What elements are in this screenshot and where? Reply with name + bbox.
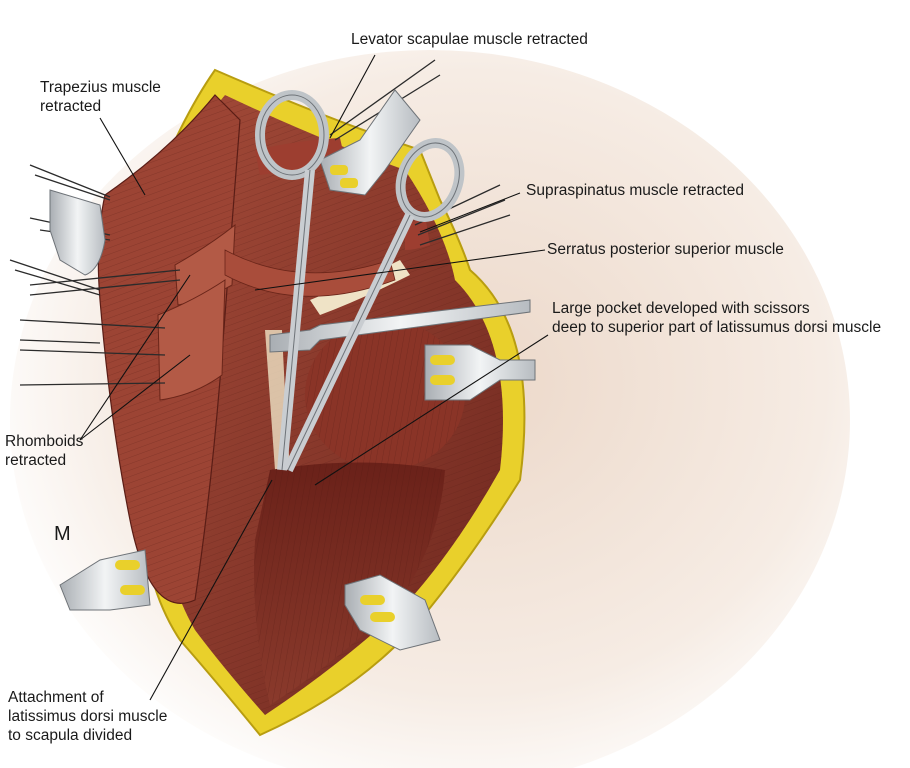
label-trapezius: Trapezius muscle retracted bbox=[40, 78, 161, 116]
label-line: to scapula divided bbox=[8, 727, 133, 744]
label-line: Rhomboids bbox=[5, 433, 84, 450]
label-line: Attachment of bbox=[8, 689, 104, 706]
retractor-lower-right bbox=[344, 574, 441, 651]
orientation-marker: M bbox=[54, 523, 71, 545]
retractor-left-top bbox=[49, 189, 106, 276]
retractor-right bbox=[424, 344, 536, 401]
label-line: retracted bbox=[40, 98, 102, 115]
label-serratus-posterior-superior: Serratus posterior superior muscle bbox=[547, 240, 784, 259]
label-line: latissimus dorsi muscle bbox=[8, 708, 168, 725]
retractor-top bbox=[319, 89, 421, 196]
rhomboid-flap-lower bbox=[157, 279, 226, 401]
label-latissimus-attachment: Attachment of latissimus dorsi muscle to… bbox=[8, 688, 167, 745]
sutures-right bbox=[329, 59, 511, 246]
scissors bbox=[255, 90, 465, 473]
retractor-lower-left bbox=[59, 549, 151, 611]
label-large-pocket: Large pocket developed with scissors dee… bbox=[552, 299, 881, 337]
label-line: Serratus posterior superior muscle bbox=[547, 241, 784, 258]
serratus-band bbox=[224, 249, 396, 297]
label-levator-scapulae: Levator scapulae muscle retracted bbox=[351, 30, 588, 49]
label-line: Large pocket developed with scissors bbox=[552, 300, 810, 317]
label-supraspinatus: Supraspinatus muscle retracted bbox=[526, 181, 744, 200]
label-line: deep to superior part of latissumus dors… bbox=[552, 319, 882, 336]
label-line: retracted bbox=[5, 452, 67, 469]
leader-lines bbox=[79, 54, 549, 701]
blunt-elevator bbox=[269, 299, 531, 353]
label-line: Levator scapulae muscle retracted bbox=[351, 31, 588, 48]
label-line: Trapezius muscle bbox=[40, 79, 161, 96]
label-line: Supraspinatus muscle retracted bbox=[526, 182, 744, 199]
label-rhomboids: Rhomboids retracted bbox=[5, 432, 83, 470]
